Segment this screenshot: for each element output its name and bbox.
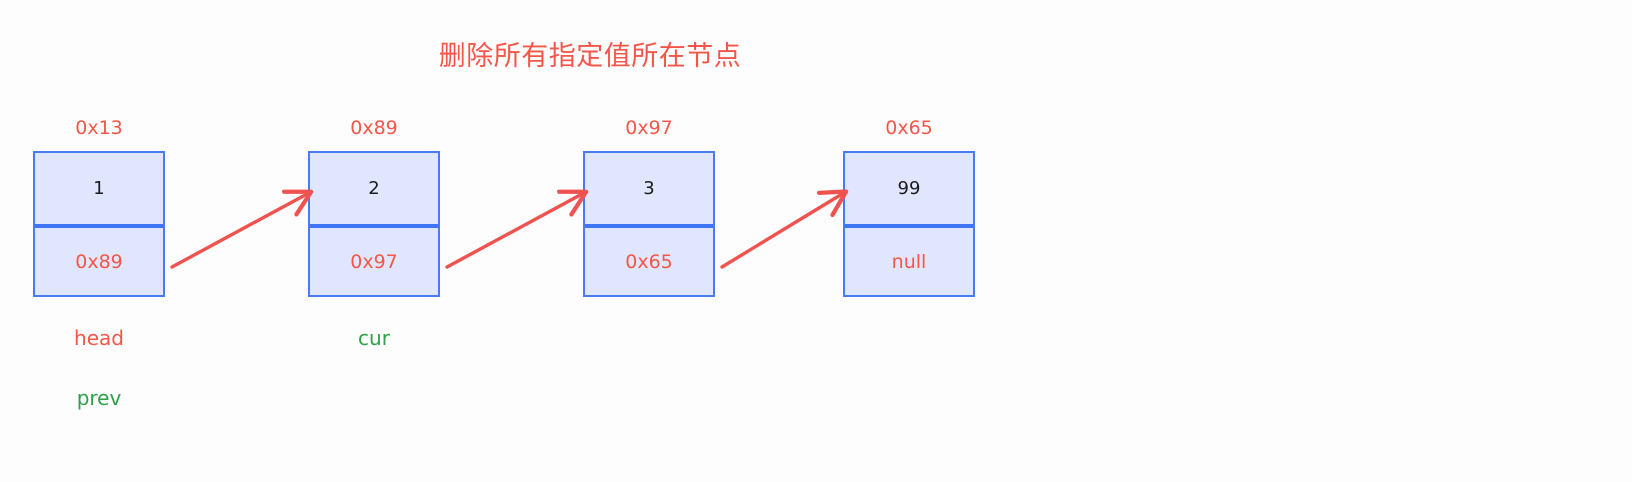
node-divider-3 [585, 224, 713, 228]
pointer-label-head: head [74, 326, 124, 350]
linked-list-node-1: 1 0x89 [33, 151, 165, 297]
node-divider-4 [845, 224, 973, 228]
node-value-3: 3 [643, 178, 655, 199]
node-next-pointer-2: 0x97 [350, 250, 398, 273]
node-value-4: 99 [897, 178, 921, 199]
arrow-node1-to-node2 [170, 194, 307, 269]
node-address-label-1: 0x13 [75, 117, 123, 139]
node-divider-1 [35, 224, 163, 228]
node-address-label-3: 0x97 [625, 117, 673, 139]
node-next-pointer-4: null [891, 250, 927, 273]
node-address-label-2: 0x89 [350, 117, 398, 139]
node-value-2: 2 [368, 178, 380, 199]
page-title: 删除所有指定值所在节点 [438, 41, 742, 72]
linked-list-node-4: 99 null [843, 151, 975, 297]
node-value-1: 1 [93, 178, 105, 199]
node-next-pointer-3: 0x65 [625, 250, 673, 273]
linked-list-node-3: 3 0x65 [583, 151, 715, 297]
node-next-pointer-1: 0x89 [75, 250, 123, 273]
arrow-node2-to-node3 [445, 194, 582, 269]
pointer-label-cur: cur [358, 326, 390, 350]
node-divider-2 [310, 224, 438, 228]
pointer-label-prev: prev [76, 386, 122, 410]
linked-list-node-2: 2 0x97 [308, 151, 440, 297]
arrow-node3-to-node4 [720, 194, 842, 269]
node-address-label-4: 0x65 [885, 117, 933, 139]
